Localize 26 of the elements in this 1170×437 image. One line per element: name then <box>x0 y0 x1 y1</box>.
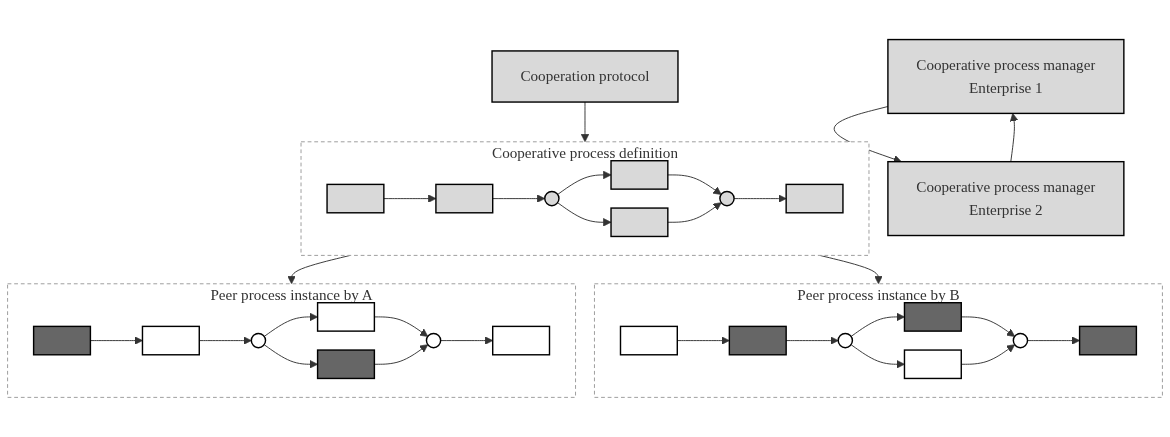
node-box <box>1078 325 1138 356</box>
node-box <box>141 325 200 356</box>
node-box <box>619 325 678 356</box>
node-box <box>903 349 962 380</box>
node-box <box>492 325 551 356</box>
node-box <box>785 183 844 214</box>
node-box: Cooperation protocol <box>491 50 679 103</box>
node-circle <box>425 332 442 349</box>
node-box <box>435 183 494 214</box>
node-circle <box>1012 332 1029 349</box>
node-box <box>610 207 669 238</box>
node-circle <box>719 190 735 207</box>
node-box <box>326 183 385 214</box>
node-box <box>32 325 92 356</box>
node-box <box>728 325 787 356</box>
node-box <box>903 302 962 332</box>
node-circle <box>544 190 560 207</box>
node-box <box>610 160 669 190</box>
cluster: Peer process instance by A <box>7 283 576 398</box>
cluster: Cooperative process definition <box>300 141 870 256</box>
node-box <box>316 349 376 380</box>
node-circle <box>250 332 267 349</box>
node-box: Cooperative process manager Enterprise 1 <box>887 38 1125 115</box>
node-box <box>316 302 376 332</box>
node-circle <box>837 332 854 349</box>
node-box: Cooperative process manager Enterprise 2 <box>887 161 1125 237</box>
